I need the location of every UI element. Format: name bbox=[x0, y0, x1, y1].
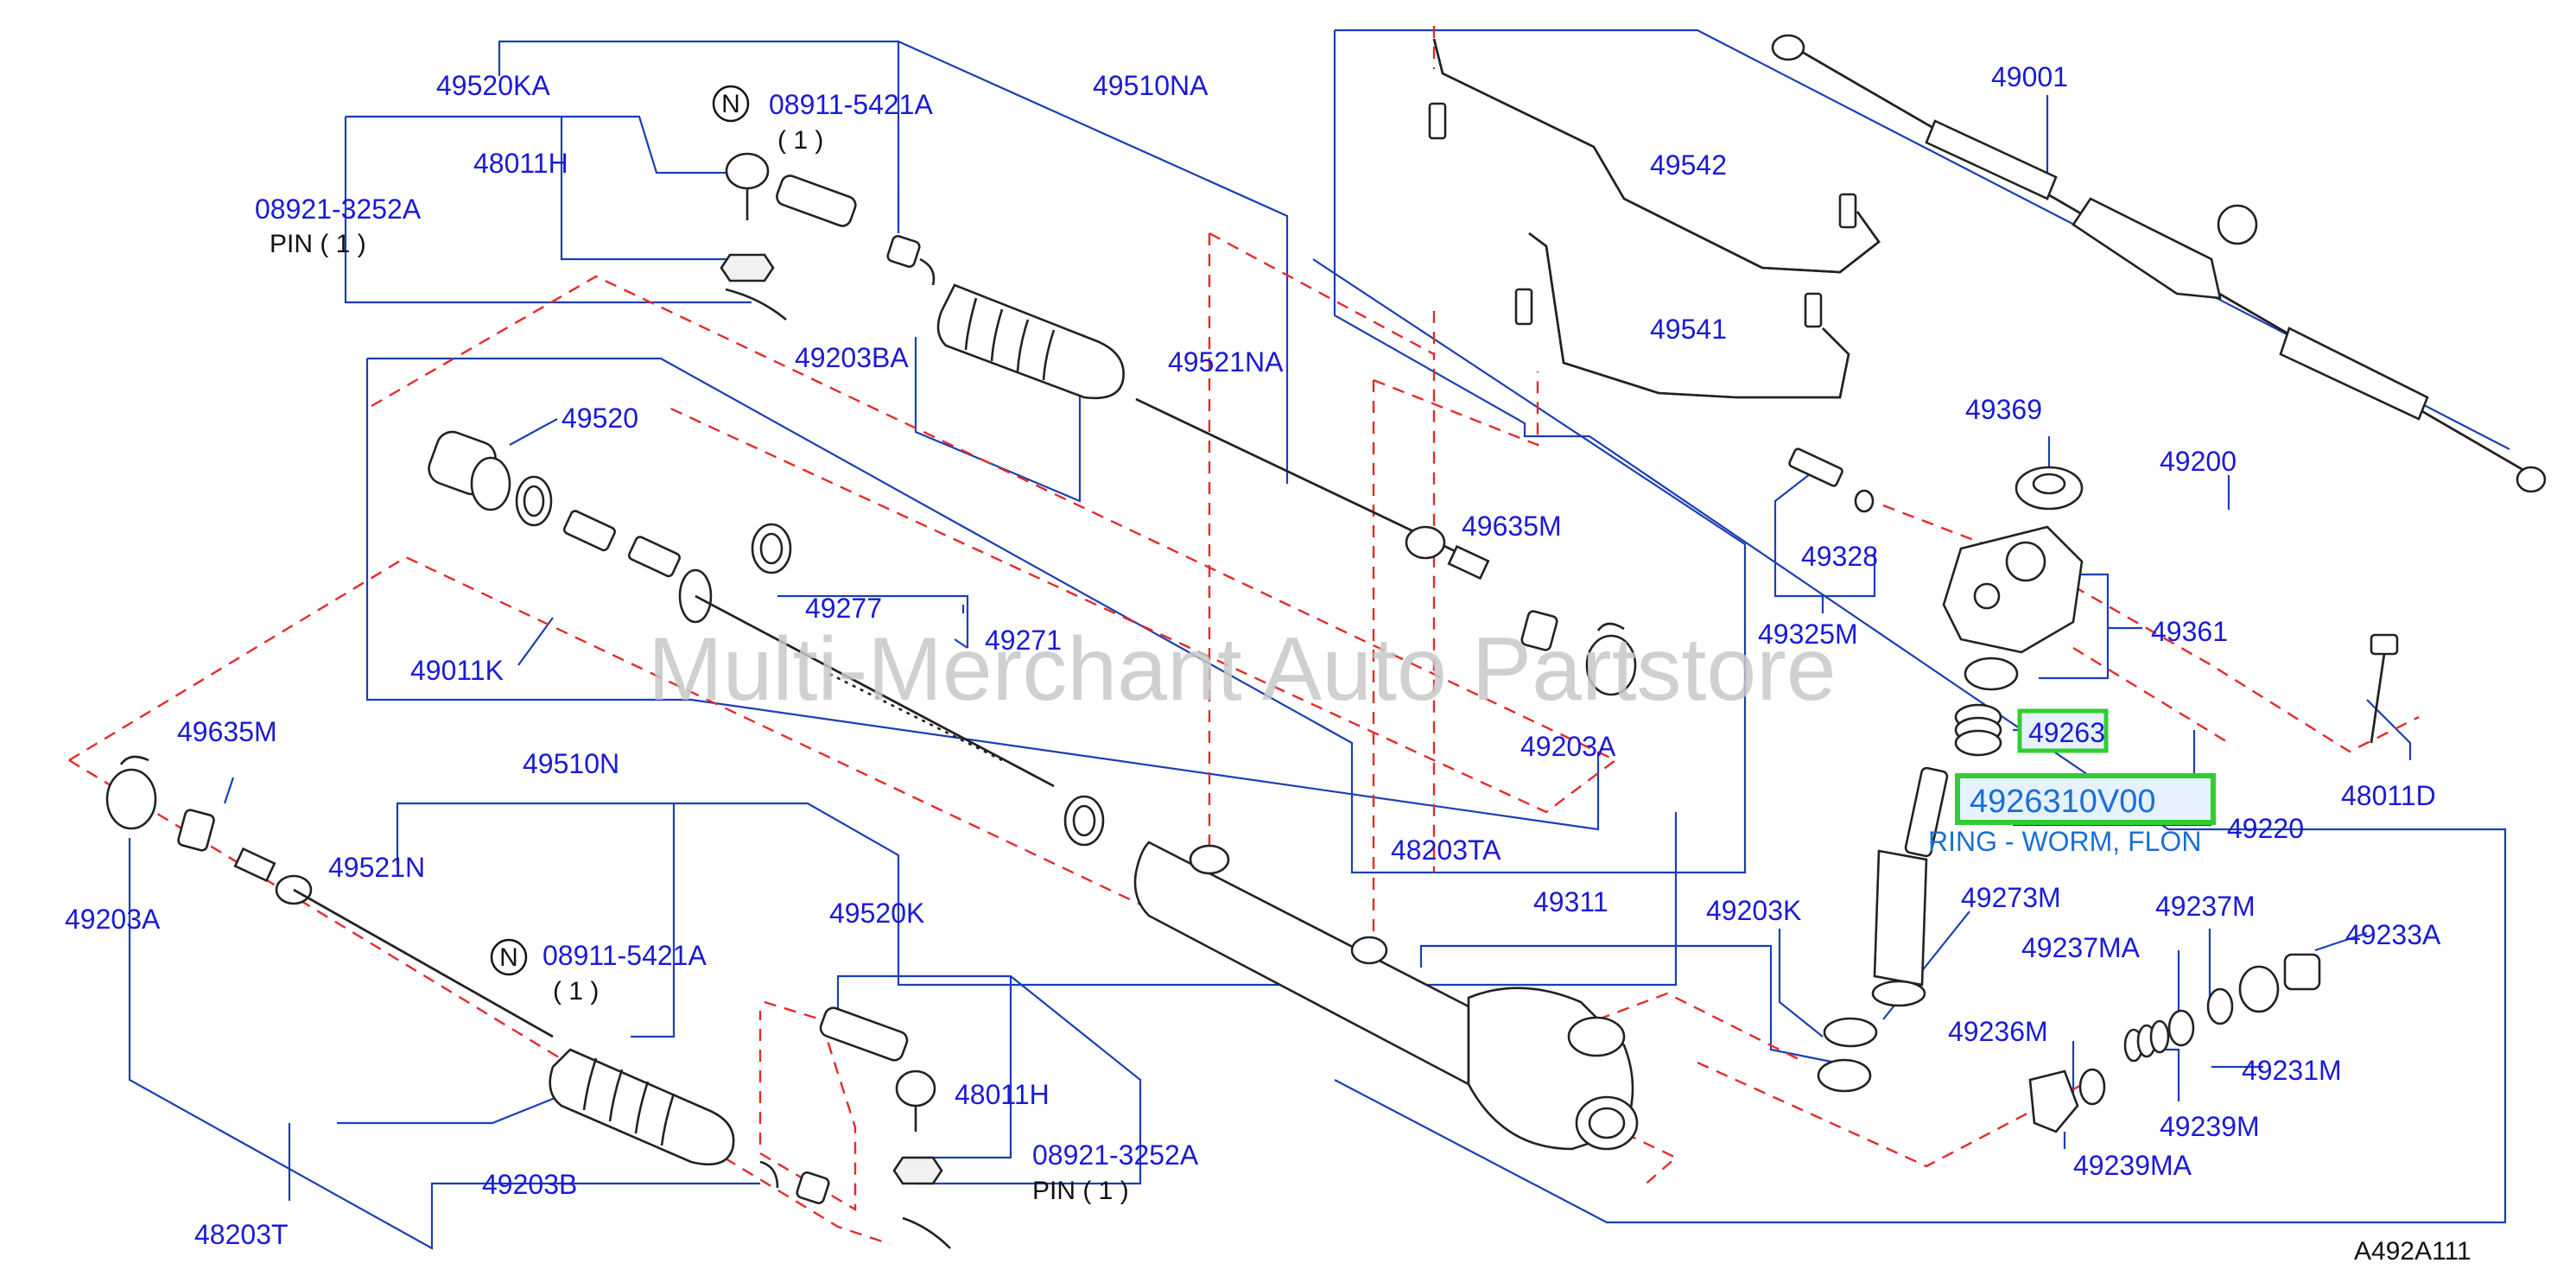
label-49239M[interactable]: 49239M bbox=[2160, 1111, 2260, 1142]
band-right bbox=[1585, 634, 1637, 696]
hydraulic-lines bbox=[1428, 38, 1881, 399]
label-49203A-right[interactable]: 49203A bbox=[1520, 731, 1616, 762]
rack-assembly-49001 bbox=[1771, 34, 2547, 493]
label-49542[interactable]: 49542 bbox=[1650, 149, 1727, 181]
label-49541[interactable]: 49541 bbox=[1650, 314, 1727, 345]
oring-49237M bbox=[2206, 987, 2234, 1025]
bearing-49273M bbox=[1817, 1058, 1872, 1093]
plug-49233A bbox=[2283, 953, 2321, 991]
lock-nut-top bbox=[886, 235, 921, 268]
qty-08911-bottom: ( 1 ) bbox=[553, 977, 599, 1006]
worm-rings-49263 bbox=[1954, 703, 2002, 757]
label-49510NA[interactable]: 49510NA bbox=[1093, 70, 1209, 101]
label-49520K[interactable]: 49520K bbox=[829, 898, 924, 929]
label-49521N[interactable]: 49521N bbox=[328, 852, 425, 883]
label-48011H-top[interactable]: 48011H bbox=[473, 148, 568, 179]
label-08921-3252A-bottom[interactable]: 08921-3252A bbox=[1032, 1139, 1199, 1171]
label-49635M-right[interactable]: 49635M bbox=[1462, 511, 1562, 542]
ring-worm-description: RING - WORM, FLON bbox=[1928, 826, 2201, 857]
label-49369[interactable]: 49369 bbox=[1965, 394, 2042, 425]
label-48203T[interactable]: 48203T bbox=[194, 1219, 289, 1250]
label-49237MA[interactable]: 49237MA bbox=[2021, 932, 2141, 963]
bolt-48011D bbox=[2370, 633, 2399, 744]
yoke-49236M bbox=[2028, 1069, 2079, 1133]
label-49520KA[interactable]: 49520KA bbox=[436, 70, 550, 101]
label-49237M[interactable]: 49237M bbox=[2155, 891, 2256, 922]
label-49263[interactable]: 49263 bbox=[2028, 717, 2105, 748]
tie-rod-end-lower bbox=[819, 1006, 951, 1249]
label-08911-5421A-top[interactable]: 08911-5421A bbox=[769, 89, 933, 120]
lock-nut-lower bbox=[796, 1171, 830, 1204]
pinion-49220 bbox=[1871, 766, 1949, 1007]
label-49273M[interactable]: 49273M bbox=[1961, 882, 2061, 913]
svg-text:N: N bbox=[499, 943, 518, 972]
tie-rod-end-top bbox=[720, 152, 857, 320]
clamp-right bbox=[1520, 610, 1558, 651]
svg-text:N: N bbox=[721, 90, 740, 118]
inner-tie-rod-upper bbox=[1135, 397, 1490, 581]
boot-lower bbox=[549, 1048, 735, 1166]
pin-bottom: PIN ( 1 ) bbox=[1032, 1177, 1129, 1205]
rack-housing bbox=[1133, 841, 1639, 1151]
n-symbol-top: N bbox=[712, 85, 750, 123]
label-4926310V00[interactable]: 4926310V00 bbox=[1970, 784, 2156, 820]
band-left bbox=[105, 768, 157, 830]
label-49361[interactable]: 49361 bbox=[2151, 616, 2228, 647]
qty-08911-top: ( 1 ) bbox=[777, 126, 823, 155]
locknut-49231M bbox=[2238, 965, 2280, 1013]
label-49635M-left[interactable]: 49635M bbox=[177, 716, 277, 747]
bushing-49520 bbox=[428, 430, 553, 527]
inner-tie-rod-lower bbox=[233, 847, 554, 1038]
label-48203TA[interactable]: 48203TA bbox=[1391, 835, 1501, 866]
label-49233A[interactable]: 49233A bbox=[2345, 919, 2441, 950]
label-49231M[interactable]: 49231M bbox=[2242, 1055, 2342, 1086]
watermark: Multi-Merchant Auto Partstore bbox=[648, 619, 1837, 720]
highlight-4926310V00 bbox=[1955, 773, 2216, 825]
label-49203K[interactable]: 49203K bbox=[1706, 895, 1801, 926]
label-48011H-bottom[interactable]: 48011H bbox=[955, 1079, 1050, 1110]
label-48011D[interactable]: 48011D bbox=[2341, 780, 2436, 811]
label-49011K[interactable]: 49011K bbox=[410, 655, 504, 686]
label-08921-3252A-top[interactable]: 08921-3252A bbox=[255, 194, 422, 225]
label-49521NA[interactable]: 49521NA bbox=[1168, 346, 1284, 378]
oring-49239MA bbox=[2078, 1068, 2106, 1106]
rack-bar bbox=[562, 510, 1105, 847]
label-49277[interactable]: 49277 bbox=[805, 593, 882, 624]
label-49236M[interactable]: 49236M bbox=[1948, 1016, 2048, 1047]
label-49001[interactable]: 49001 bbox=[1991, 61, 2068, 92]
label-49203BA[interactable]: 49203BA bbox=[795, 342, 909, 373]
label-49510N[interactable]: 49510N bbox=[523, 748, 619, 779]
valve-housing-49361 bbox=[1942, 525, 2084, 691]
clamp-left bbox=[177, 809, 215, 852]
label-08911-5421A-bottom[interactable]: 08911-5421A bbox=[542, 940, 707, 971]
diagram-code: A492A111 bbox=[2354, 1237, 2471, 1266]
label-49203B[interactable]: 49203B bbox=[482, 1169, 577, 1200]
label-49239MA[interactable]: 49239MA bbox=[2073, 1150, 2192, 1181]
label-49200[interactable]: 49200 bbox=[2160, 446, 2237, 477]
highlight-49263 bbox=[2017, 708, 2109, 753]
snap-ring-lower bbox=[759, 1160, 779, 1189]
label-49271[interactable]: 49271 bbox=[985, 625, 1062, 656]
part-labels: 49520KA 08911-5421A ( 1 ) 49510NA 48011H… bbox=[65, 61, 2471, 1266]
snap-ring-top bbox=[919, 257, 936, 286]
label-49311[interactable]: 49311 bbox=[1533, 886, 1608, 917]
label-49325M[interactable]: 49325M bbox=[1758, 619, 1858, 650]
pin-top: PIN ( 1 ) bbox=[270, 230, 366, 258]
label-49220[interactable]: 49220 bbox=[2227, 813, 2304, 844]
label-49328[interactable]: 49328 bbox=[1801, 541, 1878, 572]
union-49328 bbox=[1788, 447, 1843, 487]
spring-49237MA bbox=[2123, 1019, 2170, 1063]
seal-49203K bbox=[1823, 1017, 1878, 1048]
label-49203A-left[interactable]: 49203A bbox=[65, 904, 161, 935]
n-symbol-bottom: N bbox=[490, 938, 528, 976]
leader-lines bbox=[128, 29, 2510, 1250]
oring-49239M bbox=[2167, 1009, 2195, 1047]
boot-upper bbox=[936, 283, 1125, 400]
label-49520[interactable]: 49520 bbox=[562, 403, 638, 434]
